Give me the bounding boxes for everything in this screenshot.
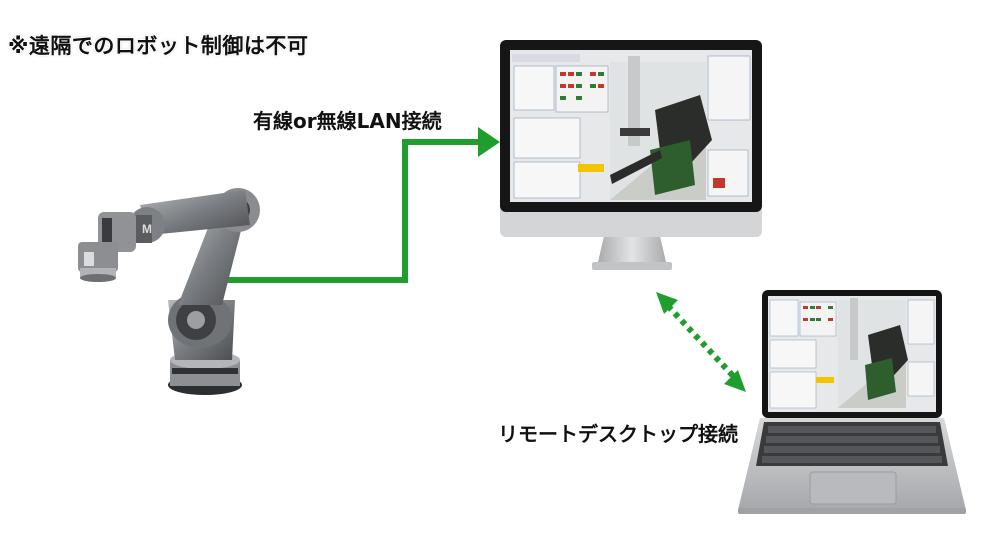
remote-control-note: ※遠隔でのロボット制御は不可 [8,34,309,58]
lan-connection-line [222,127,500,283]
laptop-icon [738,290,966,514]
svg-text:M: M [142,222,152,236]
lan-connection-label: 有線or無線LAN接続 [253,109,442,133]
robot-arm-icon: M [78,188,260,395]
remote-connection-line [656,292,746,392]
remote-desktop-label: リモートデスクトップ接続 [498,422,738,446]
desktop-monitor-icon [500,40,762,270]
